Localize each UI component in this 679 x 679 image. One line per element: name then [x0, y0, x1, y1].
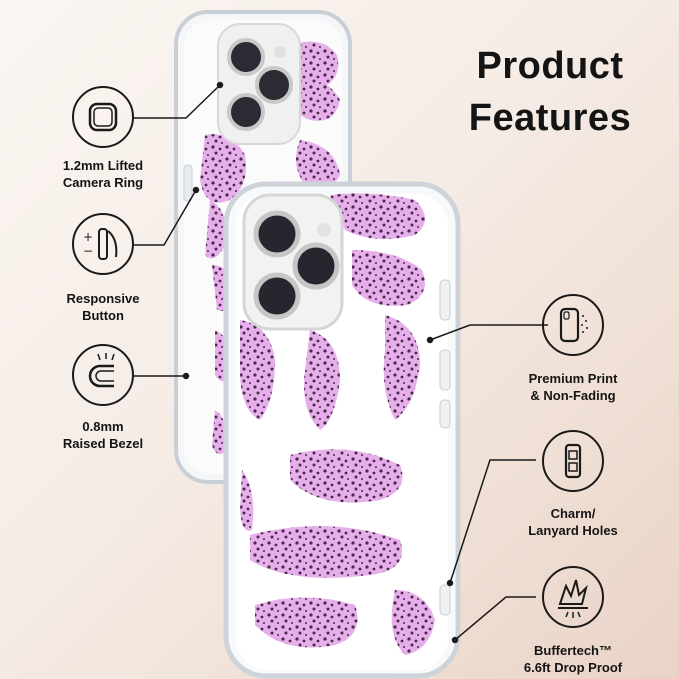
drop-proof-label: Buffertech™ 6.6ft Drop Proof [505, 642, 641, 676]
drop-proof-icon [558, 579, 588, 618]
lanyard-holes-feature [542, 430, 604, 492]
callout-lines [134, 81, 548, 644]
lanyard-holes-label: Charm/ Lanyard Holes [515, 505, 631, 539]
camera-ring-icon [88, 102, 118, 132]
lanyard-holes-icon [564, 443, 582, 479]
premium-print-label-line1: Premium Print [528, 371, 618, 386]
premium-print-label: Premium Print & Non-Fading [515, 370, 631, 404]
responsive-button-label-line1: Responsive [66, 291, 140, 306]
responsive-button-label-line2: Button [82, 308, 124, 323]
premium-print-label-line2: & Non-Fading [530, 388, 616, 403]
svg-text:−: − [83, 244, 93, 258]
drop-proof-label-line1: Buffertech™ [533, 643, 612, 658]
camera-ring-label-line2: Camera Ring [62, 175, 144, 190]
raised-bezel-label-line2: Raised Bezel [62, 436, 144, 451]
camera-ring-feature [72, 86, 134, 148]
title-line-1: Product [476, 45, 624, 87]
title-line-2: Features [468, 97, 632, 139]
raised-bezel-label-line1: 0.8mm [82, 419, 124, 434]
product-features-title: Product Features [440, 40, 660, 144]
raised-bezel-feature [72, 344, 134, 406]
lanyard-holes-label-line1: Charm/ [550, 506, 596, 521]
drop-proof-feature [542, 566, 604, 628]
camera-ring-label-line1: 1.2mm Lifted [62, 158, 144, 173]
lanyard-holes-label-line2: Lanyard Holes [528, 523, 618, 538]
premium-print-feature [542, 294, 604, 356]
front-phone-case [223, 181, 461, 679]
svg-text:+: + [83, 230, 93, 244]
drop-proof-label-line2: 6.6ft Drop Proof [523, 660, 623, 675]
responsive-button-label: Responsive Button [45, 290, 161, 324]
camera-ring-label: 1.2mm Lifted Camera Ring [45, 157, 161, 191]
responsive-button-icon: + − [83, 228, 118, 260]
responsive-button-feature: + − [72, 213, 134, 275]
raised-bezel-icon [88, 353, 115, 388]
raised-bezel-label: 0.8mm Raised Bezel [45, 418, 161, 452]
print-phone-icon [559, 307, 588, 343]
